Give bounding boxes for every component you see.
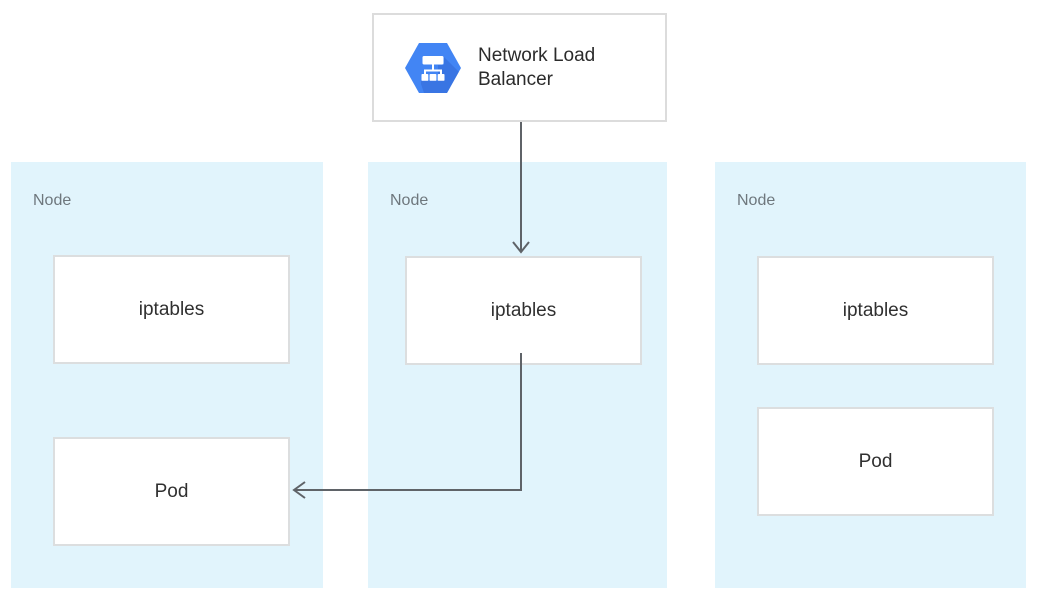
node-3-iptables-box: iptables — [757, 256, 994, 365]
node-1-iptables-label: iptables — [138, 298, 205, 320]
node-panel-1: Node iptables Pod — [11, 162, 323, 588]
node-3-pod-label: Pod — [858, 450, 893, 472]
network-load-balancer-label: Network Load Balancer — [478, 44, 596, 90]
node-1-iptables-box: iptables — [53, 255, 290, 364]
node-panel-3: Node iptables Pod — [715, 162, 1026, 588]
node-3-iptables-label: iptables — [842, 299, 909, 321]
network-load-balancer-card: Network Load Balancer — [372, 13, 667, 122]
node-2-iptables-box: iptables — [405, 256, 642, 365]
node-2-label: Node — [390, 192, 429, 209]
node-3-label: Node — [737, 192, 776, 209]
network-load-balancer-icon — [405, 42, 461, 93]
node-3-pod-box: Pod — [757, 407, 994, 516]
node-panel-2: Node iptables — [368, 162, 667, 588]
node-1-pod-box: Pod — [53, 437, 290, 546]
node-1-label: Node — [33, 192, 72, 209]
node-1-pod-label: Pod — [154, 480, 189, 502]
node-2-iptables-label: iptables — [490, 299, 557, 321]
